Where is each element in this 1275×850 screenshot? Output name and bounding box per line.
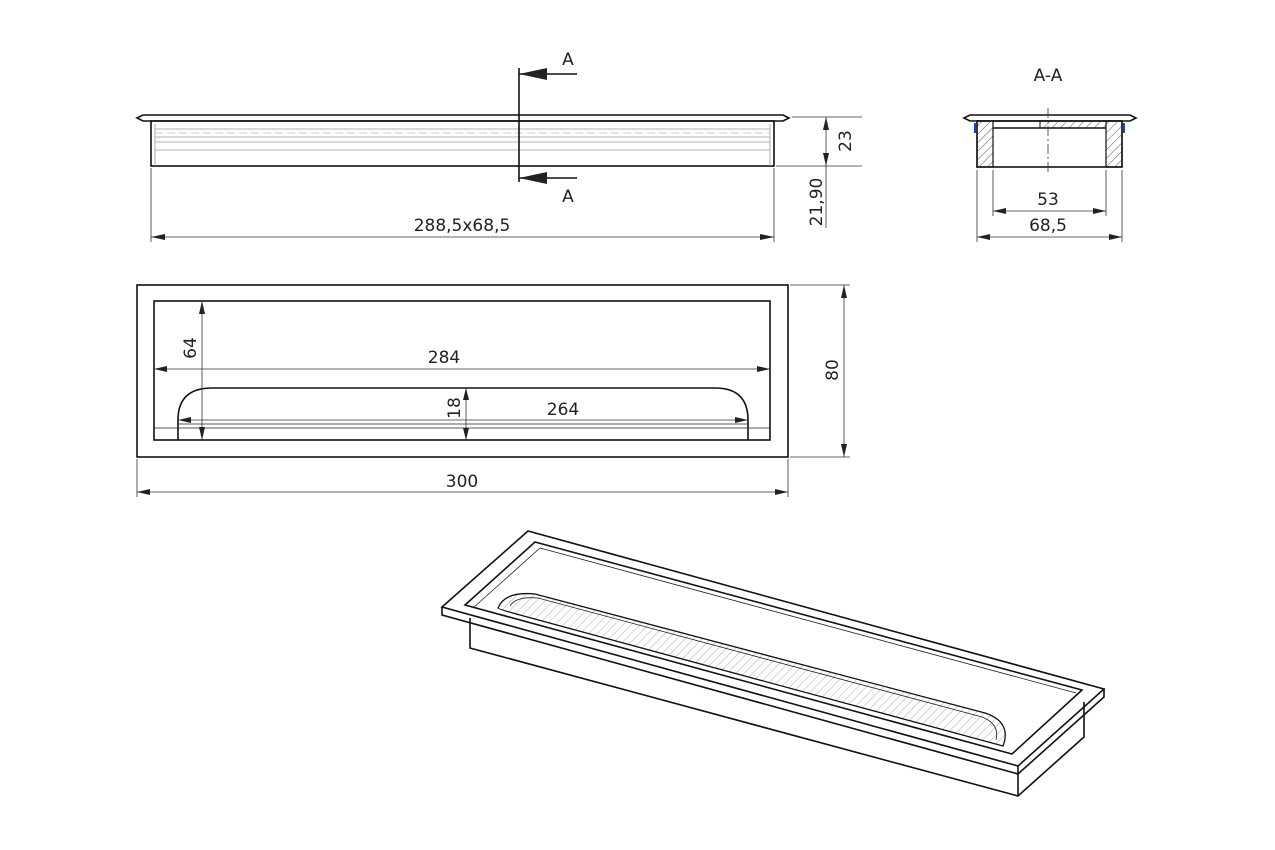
side-view: A A 288,5x68,5 23 21,90: [135, 50, 862, 242]
isometric-view: [440, 530, 1106, 797]
dim-inner-width-label: 64: [181, 337, 201, 359]
section-view-title: A-A: [1034, 66, 1063, 86]
section-cut-line: [518, 68, 577, 184]
section-wall-left: [976, 120, 994, 168]
outer-frame: [136, 284, 789, 458]
section-marker-top: A: [562, 50, 574, 70]
inner-opening: [153, 300, 771, 441]
iso-slot-hatched: [497, 592, 1006, 747]
dim-outer-size: [150, 168, 775, 242]
cable-slot: [177, 387, 749, 440]
dim-section-outer-label: 68,5: [1029, 216, 1067, 236]
dim-slot-length-label: 264: [547, 400, 579, 420]
section-wall-right: [1105, 120, 1123, 168]
dim-height-total-label: 23: [836, 130, 856, 152]
side-flange: [135, 114, 791, 122]
iso-inner-opening: [463, 541, 1084, 755]
dim-inner-length-label: 284: [428, 348, 460, 368]
dim-heights: [776, 116, 862, 228]
dim-frame-width-label: 80: [823, 359, 843, 381]
dim-section-inner-label: 53: [1037, 190, 1059, 210]
section-view: A-A 53 68,5: [962, 66, 1138, 242]
dim-slot-width-label: 18: [445, 397, 465, 419]
side-body: [150, 120, 775, 167]
top-view: 64 284 18 264 80 300: [136, 284, 850, 497]
dim-outer-size-label: 288,5x68,5: [414, 216, 511, 236]
dim-height-body-label: 21,90: [807, 178, 827, 227]
dim-frame-length-label: 300: [446, 472, 478, 492]
section-marker-bottom: A: [562, 187, 574, 207]
